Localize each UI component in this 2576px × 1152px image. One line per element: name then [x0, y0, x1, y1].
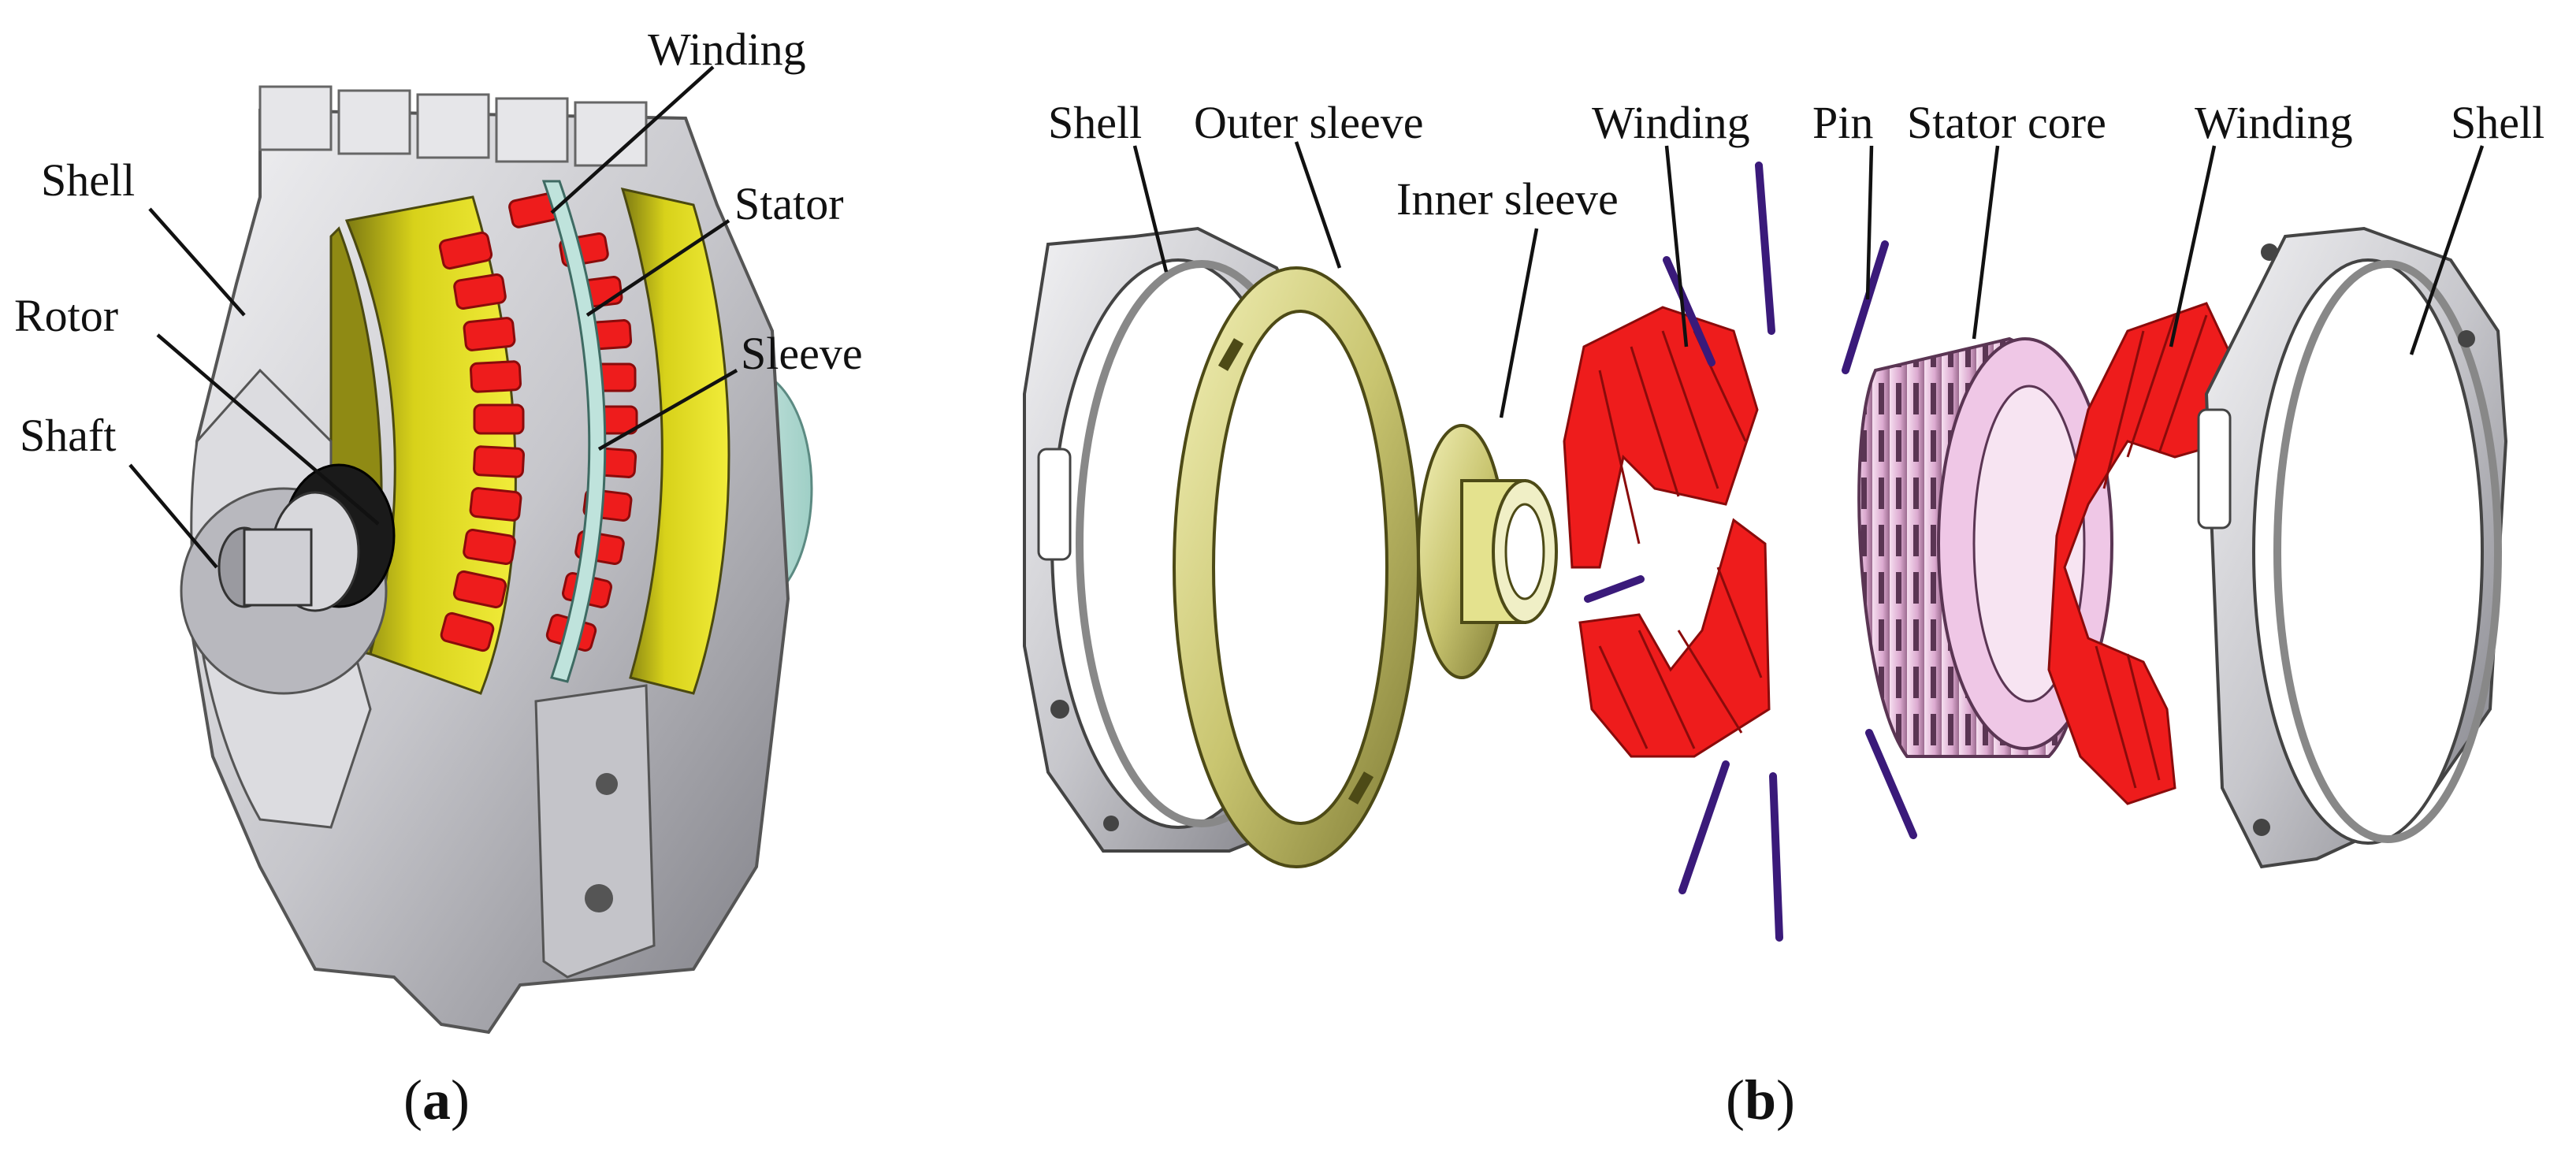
stator-sleeve-ring [541, 180, 607, 683]
mounting-bracket [534, 684, 656, 979]
caption-b: (b) [1726, 1068, 1795, 1132]
label-stator-core: Stator core [1907, 97, 2106, 148]
label-outer-sleeve: Outer sleeve [1194, 97, 1423, 148]
shell-right [2197, 226, 2508, 869]
leaders-panel-a [128, 65, 738, 569]
bracket-hole [596, 773, 618, 795]
labels-panel-a: Winding Shell Stator Rotor Sleeve Shaft [14, 24, 863, 461]
label-winding-left: Winding [1592, 97, 1750, 148]
caption-a: (a) [403, 1068, 470, 1132]
label-pin: Pin [1812, 97, 1873, 148]
pins [1584, 162, 1917, 942]
label-shell: Shell [41, 154, 135, 206]
label-sleeve: Sleeve [741, 328, 863, 379]
shaft-body [243, 528, 313, 607]
label-shaft: Shaft [20, 410, 116, 461]
inner-sleeve [1417, 424, 1558, 679]
label-inner-sleeve: Inner sleeve [1396, 173, 1619, 225]
label-winding-right: Winding [2195, 97, 2353, 148]
winding-right [2047, 302, 2240, 805]
label-shell-left: Shell [1048, 97, 1142, 148]
motor-assembly-cutaway [180, 85, 813, 1035]
rotor-disc-right [620, 187, 730, 695]
bracket-hole [585, 884, 613, 912]
label-rotor: Rotor [14, 290, 118, 341]
labels-panel-b: Shell Outer sleeve Inner sleeve Winding … [1048, 97, 2544, 225]
label-shell-right: Shell [2451, 97, 2544, 148]
outer-sleeve [1173, 266, 1420, 868]
winding-left [1563, 306, 1771, 758]
leaders-panel-b [1132, 141, 2485, 418]
label-winding: Winding [648, 24, 806, 75]
cooling-fins [258, 85, 648, 167]
label-stator: Stator [734, 178, 844, 229]
